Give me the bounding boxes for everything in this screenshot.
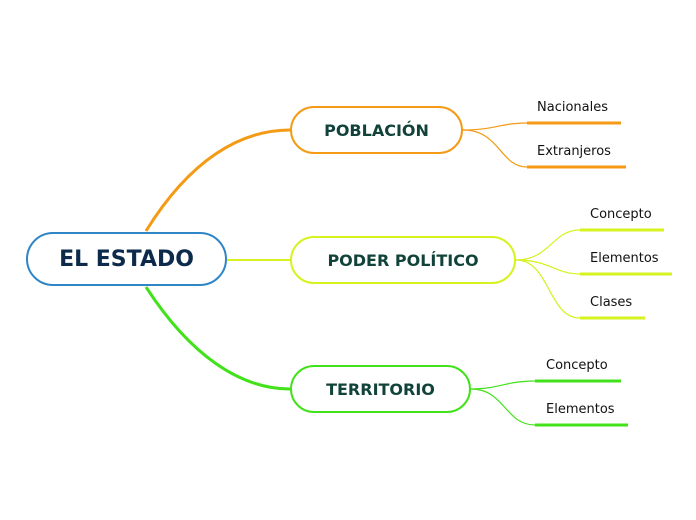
branch-label-poblacion: POBLACIÓN — [324, 120, 429, 140]
connector-poder-clases — [515, 259, 581, 319]
leaf-poder-elementos[interactable]: Elementos — [590, 251, 659, 266]
leaf-territorio-concepto[interactable]: Concepto — [546, 358, 608, 373]
leaf-nacionales[interactable]: Nacionales — [537, 100, 608, 115]
branch-node-poblacion[interactable]: POBLACIÓN — [290, 106, 463, 154]
connector-territorio-elementos — [470, 388, 536, 426]
branch-node-poder-politico[interactable]: PODER POLÍTICO — [290, 236, 516, 284]
connector-root-poblacion — [144, 128, 291, 232]
leaf-poder-clases[interactable]: Clases — [590, 295, 633, 310]
root-label: EL ESTADO — [59, 246, 194, 272]
connector-territorio-concepto — [470, 380, 536, 390]
connector-root-territorio — [144, 286, 291, 391]
branch-node-territorio[interactable]: TERRITORIO — [290, 365, 471, 413]
leaf-poder-concepto[interactable]: Concepto — [590, 207, 652, 222]
branch-label-poder-politico: PODER POLÍTICO — [327, 250, 479, 270]
connector-poblacion-extranjeros — [462, 129, 528, 168]
root-node[interactable]: EL ESTADO — [26, 232, 227, 286]
leaf-territorio-elementos[interactable]: Elementos — [546, 402, 615, 417]
branch-label-territorio: TERRITORIO — [326, 379, 435, 399]
leaf-extranjeros[interactable]: Extranjeros — [537, 144, 611, 159]
connector-poder-elementos — [515, 259, 581, 275]
connector-poblacion-nacionales — [462, 122, 528, 131]
connector-poder-concepto — [515, 229, 581, 261]
